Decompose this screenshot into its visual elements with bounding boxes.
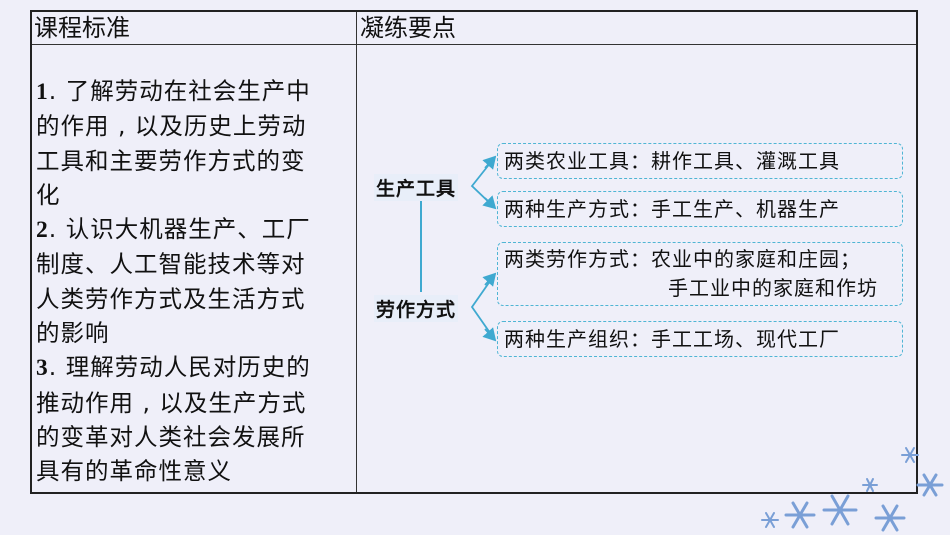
point-box: 两类农业工具：耕作工具、灌溉工具	[497, 143, 903, 179]
line: 具有的革命性意义	[36, 457, 232, 486]
line: 工具和主要劳作方式的变	[36, 146, 306, 175]
point-box: 两种生产方式：手工生产、机器生产	[497, 191, 903, 227]
divider	[356, 12, 357, 492]
standard-item-2: 2. 认识大机器生产、工厂制度、人工智能技术等对人类劳作方式及生活方式的影响	[36, 212, 354, 350]
header-curriculum-standard: 课程标准	[34, 14, 130, 42]
item-number: 1	[36, 79, 49, 105]
point-text: 两种生产方式：手工生产、机器生产	[504, 197, 840, 221]
standards-table: 课程标准 凝练要点 1. 了解劳动在社会生产中的作用 , 以及历史上劳动工具和主…	[30, 10, 918, 494]
line: 的变革对人类社会发展所	[36, 422, 306, 451]
line: . 了解劳动在社会生产中	[48, 77, 311, 105]
standards-list: 1. 了解劳动在社会生产中的作用 , 以及历史上劳动工具和主要劳作方式的变化 2…	[36, 74, 354, 489]
point-text: 手工业中的家庭和作坊	[668, 276, 878, 300]
item-number: 3	[36, 355, 49, 382]
line: 的作用 , 以及历史上劳动	[36, 112, 307, 141]
line: 推动作用 , 以及生产方式	[36, 388, 307, 417]
point-box: 两种生产组织：手工工场、现代工厂	[497, 321, 903, 357]
branch-arrow	[470, 156, 496, 209]
line: 的影响	[36, 319, 110, 348]
snowflake-decoration-icon	[761, 447, 944, 532]
line: . 认识大机器生产、工厂	[48, 215, 311, 244]
line: 制度、人工智能技术等对	[36, 250, 306, 279]
point-text: 两种生产组织：手工工场、现代工厂	[504, 327, 840, 351]
line: 化	[36, 180, 61, 209]
point-text: 两类劳作方式：农业中的家庭和庄园；	[504, 247, 861, 271]
node-production-tools: 生产工具	[374, 174, 459, 201]
standard-item-3: 3. 理解劳动人民对历史的推动作用 , 以及生产方式的变革对人类社会发展所具有的…	[36, 350, 354, 488]
point-text: 两类农业工具：耕作工具、灌溉工具	[504, 149, 840, 173]
item-number: 2	[36, 217, 49, 244]
branch-arrow	[470, 273, 496, 341]
line: . 理解劳动人民对历史的	[48, 353, 311, 382]
line: 人类劳作方式及生活方式	[36, 284, 306, 313]
point-box: 两类劳作方式：农业中的家庭和庄园； 手工业中的家庭和作坊	[497, 242, 903, 306]
divider	[32, 44, 916, 45]
standard-item-1: 1. 了解劳动在社会生产中的作用 , 以及历史上劳动工具和主要劳作方式的变化	[36, 74, 354, 212]
header-key-points: 凝练要点	[360, 14, 456, 42]
node-work-methods: 劳作方式	[374, 295, 459, 322]
